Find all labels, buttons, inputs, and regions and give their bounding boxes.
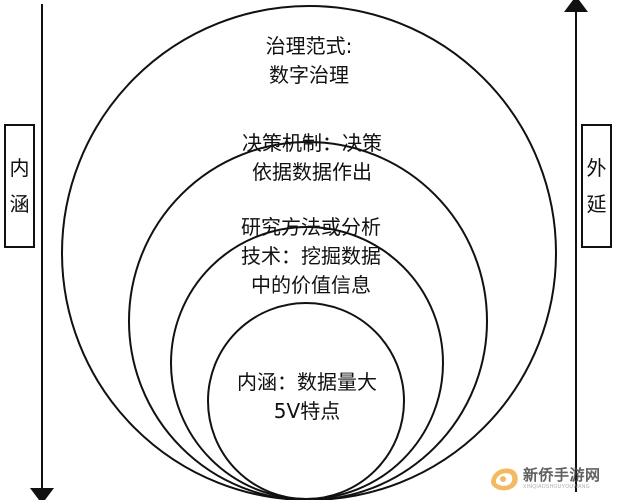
- left-box-char-1: 内: [9, 156, 30, 180]
- decision-circle-label-line-1: 决策机制：决策: [242, 131, 382, 155]
- logo-icon: [491, 468, 518, 491]
- decision-circle-label-line-2: 依据数据作出: [252, 160, 372, 184]
- right-box-char-1: 外: [586, 156, 607, 180]
- research-circle-label-line-1: 研究方法或分析: [241, 215, 381, 239]
- left-connotation-box: 内 涵: [4, 124, 35, 248]
- outer-circle-label: 治理范式: 数字治理: [266, 32, 353, 90]
- outer-circle-digital-governance: [61, 5, 557, 500]
- site-watermark: 新侨手游网 XINQIAOSHOUYOUWANG: [489, 462, 613, 496]
- left-box-char-2: 涵: [9, 192, 30, 216]
- circle-decision-mechanism: [128, 141, 488, 500]
- watermark-subtitle: XINQIAOSHOUYOUWANG: [523, 484, 590, 490]
- right-box-char-2: 延: [586, 192, 607, 216]
- inner-circle-label-line-1: 内涵：数据量大: [237, 370, 377, 394]
- inner-circle-label: 内涵：数据量大 5V特点: [237, 368, 377, 426]
- research-circle-label: 研究方法或分析 技术：挖掘数据 中的价值信息: [241, 213, 381, 300]
- right-extension-box: 外 延: [581, 124, 612, 248]
- outer-circle-label-line-1: 治理范式:: [265, 34, 353, 58]
- outer-circle-label-line-2: 数字治理: [269, 63, 349, 87]
- inner-circle-label-line-2: 5V特点: [273, 399, 341, 423]
- decision-circle-label: 决策机制：决策 依据数据作出: [242, 129, 382, 187]
- watermark-title: 新侨手游网: [523, 466, 601, 484]
- watermark-text: 新侨手游网 XINQIAOSHOUYOUWANG: [523, 468, 601, 490]
- research-circle-label-line-3: 中的价值信息: [251, 273, 371, 297]
- inner-circle-connotation: [207, 302, 405, 500]
- research-circle-label-line-2: 技术：挖掘数据: [241, 244, 381, 268]
